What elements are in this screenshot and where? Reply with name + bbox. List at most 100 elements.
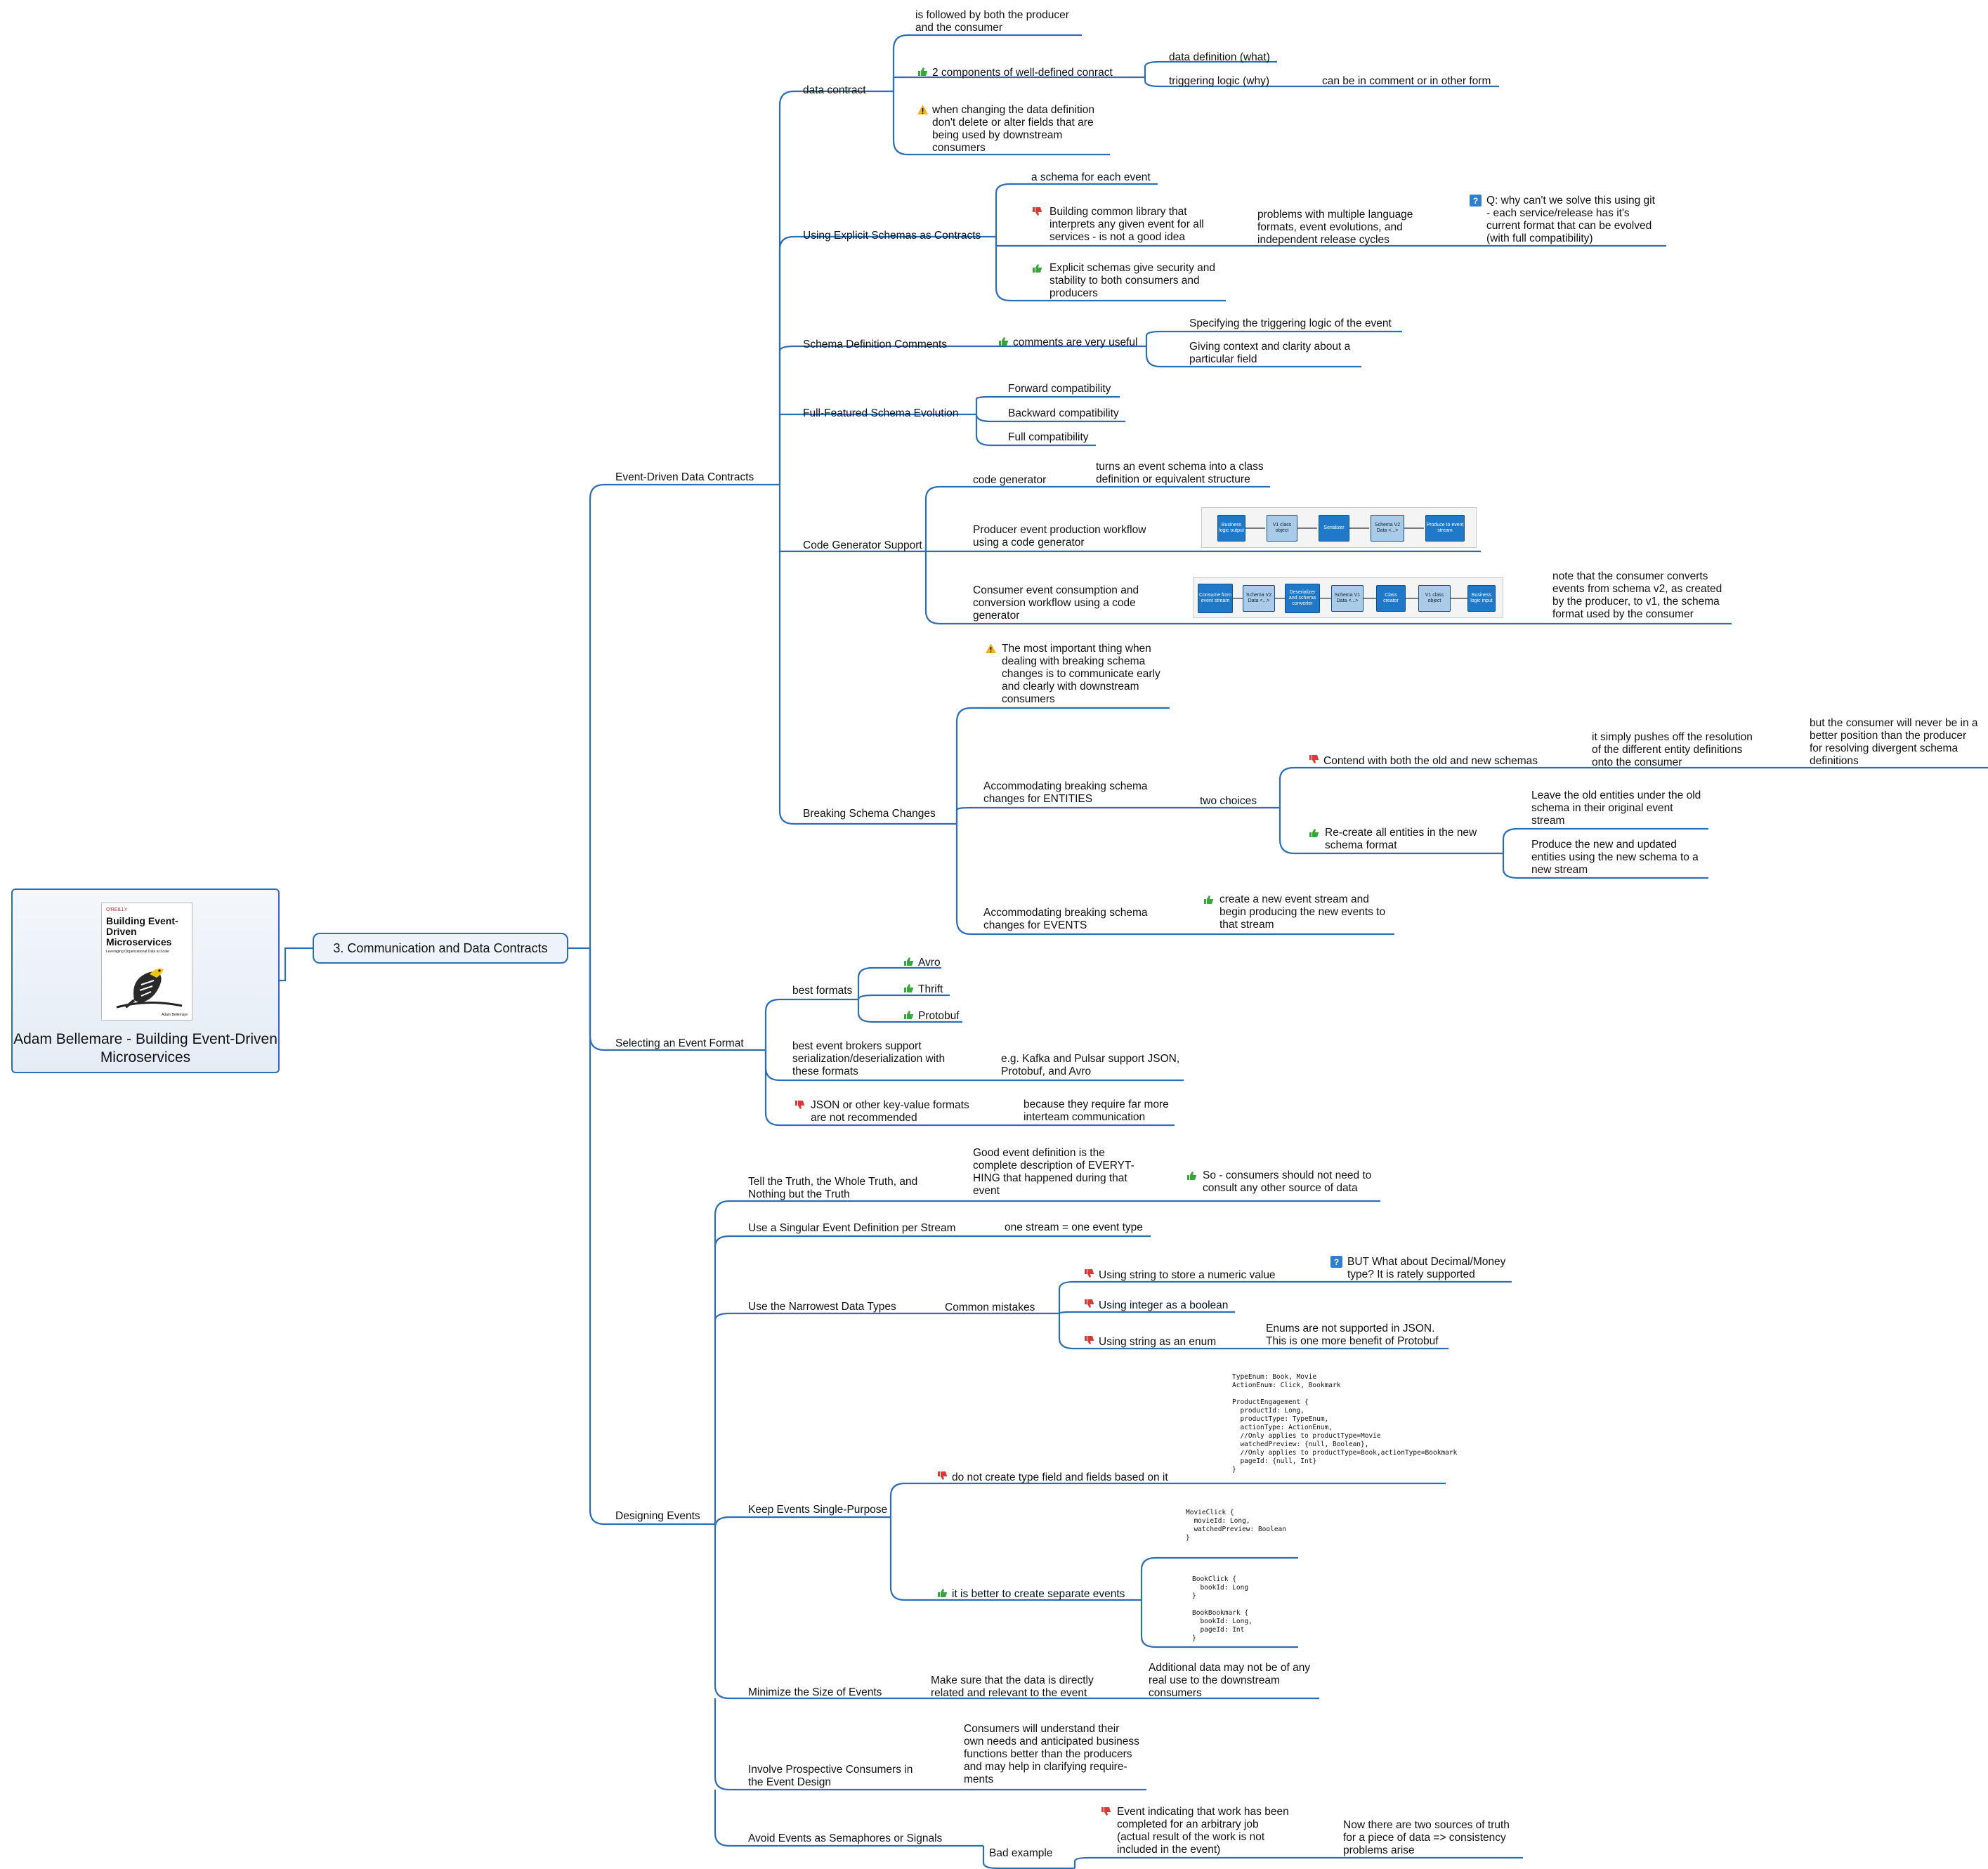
ds-consumers-understand[interactable]: Consumers will understand their own need… [964, 1723, 1139, 1785]
ds-bad-example[interactable]: Bad example [989, 1847, 1053, 1859]
dc-comment-form[interactable]: can be in comment or in other form [1322, 75, 1491, 87]
cf-consume: Consume from event stream [1198, 584, 1233, 613]
ds-narrowest[interactable]: Use the Narrowest Data Types [748, 1301, 896, 1313]
cg-consumer-note[interactable]: note that the consumer converts events f… [1552, 570, 1722, 620]
ds-involve-consumers[interactable]: Involve Prospective Consumers in the Eve… [748, 1764, 913, 1788]
fmt-brokers[interactable]: best event brokers support serialization… [792, 1040, 946, 1077]
ev-full[interactable]: Full compatibility [1008, 431, 1089, 443]
book-publisher: O'REILLY [106, 907, 128, 912]
topic-schema-comments[interactable]: Schema Definition Comments [803, 339, 948, 350]
ds-integer-boolean-label: Using integer as a boolean [1099, 1299, 1229, 1311]
ds-singular[interactable]: Use a Singular Event Definition per Stre… [748, 1222, 956, 1234]
fmt-kafka-pulsar[interactable]: e.g. Kafka and Pulsar support JSON, Prot… [1001, 1053, 1180, 1077]
root-topic[interactable]: O'REILLY Building Event-Driven Microserv… [11, 888, 280, 1073]
bk-events[interactable]: Accommodating breaking schema changes fo… [983, 907, 1148, 931]
thumbs-up-icon [998, 335, 1009, 347]
ds-separate-events-label: it is better to create separate events [952, 1588, 1125, 1600]
book-author: Adam Bellemare [162, 1013, 188, 1017]
dc-data-definition[interactable]: data definition (what) [1169, 51, 1270, 63]
pf-arrows [1245, 527, 1424, 529]
cg-consumer-workflow[interactable]: Consumer event consumption and conversio… [973, 584, 1139, 622]
fmt-avro-label: Avro [918, 957, 941, 969]
ds-common-mistakes[interactable]: Common mistakes [945, 1301, 1035, 1313]
ex-problems[interactable]: problems with multiple language formats,… [1257, 209, 1413, 246]
pf-business-logic: Business logic output [1217, 515, 1245, 542]
cm-context[interactable]: Giving context and clarity about a parti… [1189, 341, 1351, 365]
question-icon: ? [1330, 1256, 1342, 1268]
thumbs-up-icon [1031, 262, 1043, 274]
ds-enums-json[interactable]: Enums are not supported in JSON. This is… [1266, 1323, 1439, 1347]
ds-product-engagement-code: TypeEnum: Book, Movie ActionEnum: Click,… [1232, 1373, 1458, 1474]
ds-semaphores[interactable]: Avoid Events as Semaphores or Signals [748, 1832, 943, 1844]
ds-two-sources[interactable]: Now there are two sources of truth for a… [1343, 1819, 1510, 1856]
branch-selecting-event-format[interactable]: Selecting an Event Format [615, 1037, 744, 1049]
branch-event-driven-data-contracts[interactable]: Event-Driven Data Contracts [615, 471, 754, 483]
topic-breaking-changes[interactable]: Breaking Schema Changes [803, 808, 936, 820]
ex-question-label: Q: why can't we solve this using git - e… [1486, 195, 1655, 244]
cm-useful[interactable]: comments are very useful [998, 335, 1137, 349]
cf-deserializer: Deserializer and schema converter [1285, 584, 1320, 613]
consumer-workflow-diagram: Consume from event stream Schema V2 Data… [1193, 577, 1503, 618]
ds-integer-boolean[interactable]: Using integer as a boolean [1083, 1298, 1228, 1312]
ds-string-numeric[interactable]: Using string to store a numeric value [1083, 1268, 1276, 1282]
dc-two-components[interactable]: 2 components of well-defined conract [917, 65, 1113, 79]
ex-schema-each[interactable]: a schema for each event [1031, 171, 1151, 183]
cg-turns-schema[interactable]: turns an event schema into a class defin… [1096, 461, 1264, 485]
book-cover-image: O'REILLY Building Event-Driven Microserv… [101, 903, 192, 1021]
bk-never-better[interactable]: but the consumer will never be in a bett… [1810, 717, 1978, 767]
question-icon: ? [1470, 195, 1482, 206]
main-topic[interactable]: 3. Communication and Data Contracts [313, 933, 568, 964]
ds-no-type-field[interactable]: do not create type field and fields base… [936, 1470, 1168, 1484]
topic-data-contract[interactable]: data contract [803, 84, 866, 96]
producer-workflow-diagram: Business logic output V1 class object Se… [1201, 507, 1477, 548]
ds-separate-events[interactable]: it is better to create separate events [936, 1587, 1125, 1601]
ds-string-enum-label: Using string as an enum [1099, 1336, 1217, 1348]
ds-good-definition[interactable]: Good event definition is the complete de… [973, 1147, 1134, 1197]
fmt-best-formats[interactable]: best formats [792, 985, 853, 997]
book-subtitle: Leveraging Organizational Data at Scale [106, 950, 169, 954]
ds-decimal-label: BUT What about Decimal/Money type? It is… [1347, 1256, 1506, 1280]
ds-minimize-size[interactable]: Minimize the Size of Events [748, 1686, 882, 1698]
dc-followed[interactable]: is followed by both the producer and the… [915, 9, 1069, 34]
topic-code-generator-support[interactable]: Code Generator Support [803, 539, 922, 551]
topic-explicit-schemas[interactable]: Using Explicit Schemas as Contracts [803, 230, 981, 242]
thumbs-down-icon [1031, 206, 1043, 218]
ds-one-stream[interactable]: one stream = one event type [1005, 1221, 1143, 1233]
ds-truth[interactable]: Tell the Truth, the Whole Truth, and Not… [748, 1176, 918, 1200]
ds-additional-data[interactable]: Additional data may not be of any real u… [1149, 1662, 1311, 1699]
fmt-avro[interactable]: Avro [903, 955, 941, 969]
pf-v1-class: V1 class object [1267, 515, 1297, 542]
pf-produce: Produce to event stream [1425, 515, 1465, 542]
dc-triggering-logic[interactable]: triggering logic (why) [1169, 75, 1269, 87]
thumbs-up-icon [1308, 827, 1320, 839]
cm-triggering[interactable]: Specifying the triggering logic of the e… [1189, 317, 1392, 329]
ev-backward[interactable]: Backward compatibility [1008, 407, 1119, 419]
bk-produce-new[interactable]: Produce the new and updated entities usi… [1531, 839, 1699, 876]
fmt-interteam[interactable]: because they require far more interteam … [1024, 1099, 1169, 1123]
fmt-thrift[interactable]: Thrift [903, 982, 943, 996]
pf-schema-v2: Schema V2 Data <...> [1371, 515, 1404, 542]
ds-work-completed-label: Event indicating that work has been comp… [1117, 1806, 1289, 1856]
cg-code-generator[interactable]: code generator [973, 474, 1047, 486]
thumbs-down-icon [1083, 1334, 1095, 1346]
cg-producer-workflow[interactable]: Producer event production workflow using… [973, 524, 1146, 549]
fmt-protobuf[interactable]: Protobuf [903, 1009, 960, 1023]
pf-serializer: Serializer [1319, 515, 1349, 542]
bk-important-label: The most important thing when dealing wi… [1002, 643, 1160, 705]
bk-two-choices[interactable]: two choices [1200, 795, 1257, 807]
ds-directly-related[interactable]: Make sure that the data is directly rela… [931, 1674, 1094, 1699]
topic-schema-evolution[interactable]: Full-Featured Schema Evolution [803, 407, 959, 419]
ev-forward[interactable]: Forward compatibility [1008, 383, 1111, 395]
svg-text:?: ? [1473, 196, 1478, 206]
svg-text:?: ? [1334, 1257, 1339, 1267]
bk-contend[interactable]: Contend with both the old and new schema… [1308, 754, 1538, 768]
ds-single-purpose[interactable]: Keep Events Single-Purpose [748, 1504, 888, 1516]
branch-designing-events[interactable]: Designing Events [615, 1510, 700, 1522]
thumbs-down-icon [1083, 1298, 1095, 1310]
bk-entities[interactable]: Accommodating breaking schema changes fo… [983, 780, 1148, 805]
bk-leave-old[interactable]: Leave the old entities under the old sch… [1531, 789, 1701, 827]
fmt-protobuf-label: Protobuf [918, 1010, 960, 1022]
thumbs-up-icon [903, 982, 915, 994]
bk-pushes-off[interactable]: it simply pushes off the resolution of t… [1592, 731, 1753, 768]
ds-string-enum[interactable]: Using string as an enum [1083, 1334, 1216, 1349]
